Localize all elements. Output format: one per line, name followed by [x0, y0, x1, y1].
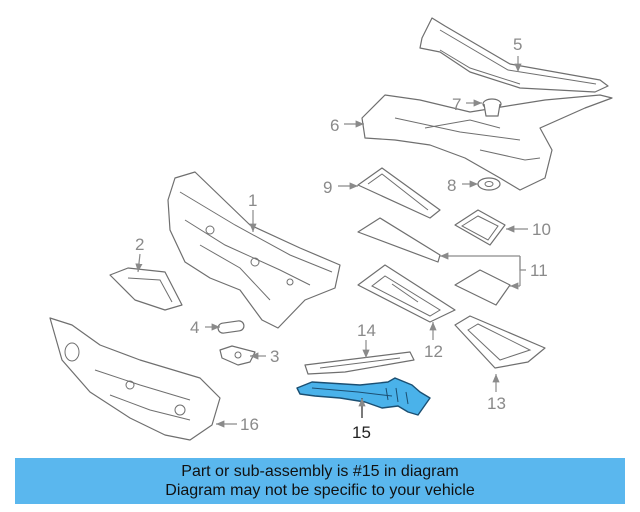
part-7-cap — [482, 98, 502, 117]
callout-12: 12 — [424, 342, 443, 361]
part-10-panel — [454, 209, 506, 246]
info-banner: Part or sub-assembly is #15 in diagram D… — [15, 458, 625, 504]
part-5-cowl-panel — [419, 17, 609, 93]
callout-6: 6 — [330, 116, 339, 135]
callout-5: 5 — [513, 35, 522, 54]
part-13-frame — [454, 315, 546, 369]
callout-2: 2 — [135, 235, 144, 254]
callout-13: 13 — [487, 394, 506, 413]
parts-diagram: 5 7 6 9 8 1 10 2 11 4 14 12 3 13 16 15 — [49, 17, 613, 442]
part-9-panel — [357, 167, 441, 219]
part-15-highlighted — [296, 377, 431, 416]
part-12-frame — [357, 264, 456, 323]
callout-4: 4 — [190, 318, 199, 337]
callout-11: 11 — [530, 261, 548, 280]
part-8-clip — [477, 177, 501, 191]
callout-3: 3 — [270, 347, 279, 366]
part-4-pad — [217, 320, 245, 334]
callout-8: 8 — [447, 176, 456, 195]
callout-7: 7 — [452, 95, 461, 114]
part-16-insulation — [49, 317, 221, 441]
callout-1: 1 — [248, 191, 257, 210]
part-6-upper-cowl — [361, 94, 613, 191]
callout-labels: 5 7 6 9 8 1 10 2 11 4 14 12 3 13 16 15 — [135, 35, 551, 442]
part-1-dash-panel — [167, 171, 341, 329]
part-2-bracket — [109, 267, 183, 311]
banner-line-2: Diagram may not be specific to your vehi… — [165, 482, 475, 499]
part-11-panels — [357, 217, 511, 306]
callout-9: 9 — [323, 178, 332, 197]
callout-14: 14 — [357, 321, 376, 340]
callout-10: 10 — [532, 220, 551, 239]
part-14-rail — [304, 351, 415, 375]
callout-16: 16 — [240, 415, 259, 434]
callout-15: 15 — [352, 423, 371, 442]
part-3-bracket — [219, 345, 256, 366]
banner-line-1: Part or sub-assembly is #15 in diagram — [181, 463, 459, 480]
leader-lines — [135, 56, 528, 428]
